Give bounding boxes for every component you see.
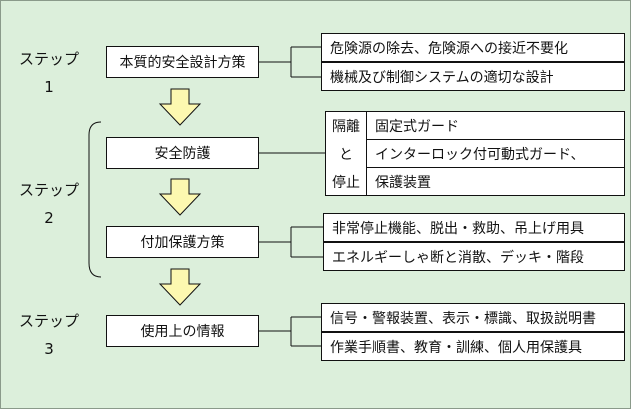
- detail-additional-2: エネルギーしゃ断と消散、デッキ・階段: [323, 242, 625, 271]
- down-arrow-3: [158, 268, 202, 306]
- detail-guarding-3: 保護装置: [367, 168, 624, 195]
- connector-inherent: [259, 46, 321, 78]
- step-2-label: ステップ 2: [9, 176, 89, 232]
- down-arrow-2: [158, 178, 202, 216]
- step-3-number: 3: [44, 340, 54, 358]
- step-2-word: ステップ: [18, 181, 79, 199]
- detail-guarding-1: 固定式ガード: [367, 112, 624, 139]
- guarding-table-hline-2: [366, 167, 625, 168]
- detail-inherent-2: 機械及び制御システムの適切な設計: [321, 62, 625, 91]
- step-1-label: ステップ 1: [9, 45, 89, 101]
- step-3-word: ステップ: [18, 312, 79, 330]
- step-1-number: 1: [44, 78, 54, 96]
- box-information-for-use: 使用上の情報: [106, 315, 259, 347]
- box-safeguarding: 安全防護: [106, 137, 259, 169]
- connector-info: [259, 316, 321, 347]
- step-3-label: ステップ 3: [9, 307, 89, 363]
- detail-info-1: 信号・警報装置、表示・標識、取扱説明書: [321, 303, 625, 332]
- step2-brace: [88, 121, 102, 278]
- guarding-table-hline-1: [366, 139, 625, 140]
- step-2-number: 2: [44, 209, 54, 227]
- step-1-word: ステップ: [18, 50, 79, 68]
- detail-guarding-2: インターロック付可動式ガード、: [367, 140, 624, 167]
- box-inherent-design: 本質的安全設計方策: [106, 46, 259, 78]
- down-arrow-1: [158, 88, 202, 126]
- connector-additional: [259, 226, 323, 258]
- detail-additional-1: 非常停止機能、脱出・救助、吊上げ用具: [323, 213, 625, 242]
- guarding-side-stop: 停止: [326, 168, 366, 195]
- detail-info-2: 作業手順書、教育・訓練、個人用保護具: [321, 332, 625, 361]
- guarding-side-and: と: [326, 140, 366, 167]
- detail-inherent-1: 危険源の除去、危険源への接近不要化: [321, 33, 625, 62]
- guarding-side-isolation: 隔離: [326, 112, 366, 139]
- box-additional-measures: 付加保護方策: [106, 226, 259, 258]
- guarding-table-vline: [366, 111, 367, 196]
